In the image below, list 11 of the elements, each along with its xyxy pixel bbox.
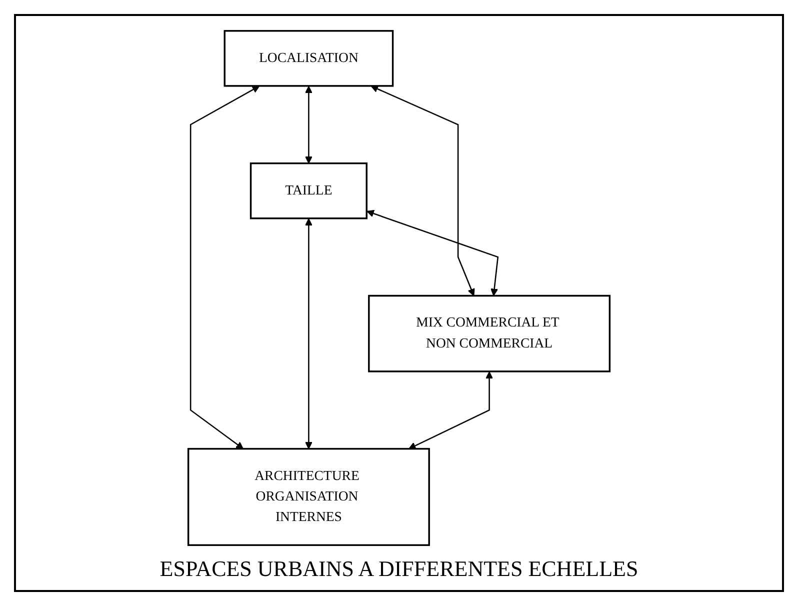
arrow: [304, 86, 312, 164]
arrow: [190, 86, 260, 450]
node-box: TAILLE: [250, 162, 368, 220]
node-box: LOCALISATION: [224, 30, 394, 87]
arrow: [304, 218, 312, 450]
node-box: ARCHITECTURE ORGANISATION INTERNES: [187, 448, 430, 546]
arrow: [366, 210, 499, 296]
arrow: [408, 371, 494, 450]
arrow: [370, 85, 475, 296]
caption: ESPACES URBAINS A DIFFERENTES ECHELLES: [160, 556, 638, 582]
node-box: MIX COMMERCIAL ET NON COMMERCIAL: [368, 294, 611, 372]
